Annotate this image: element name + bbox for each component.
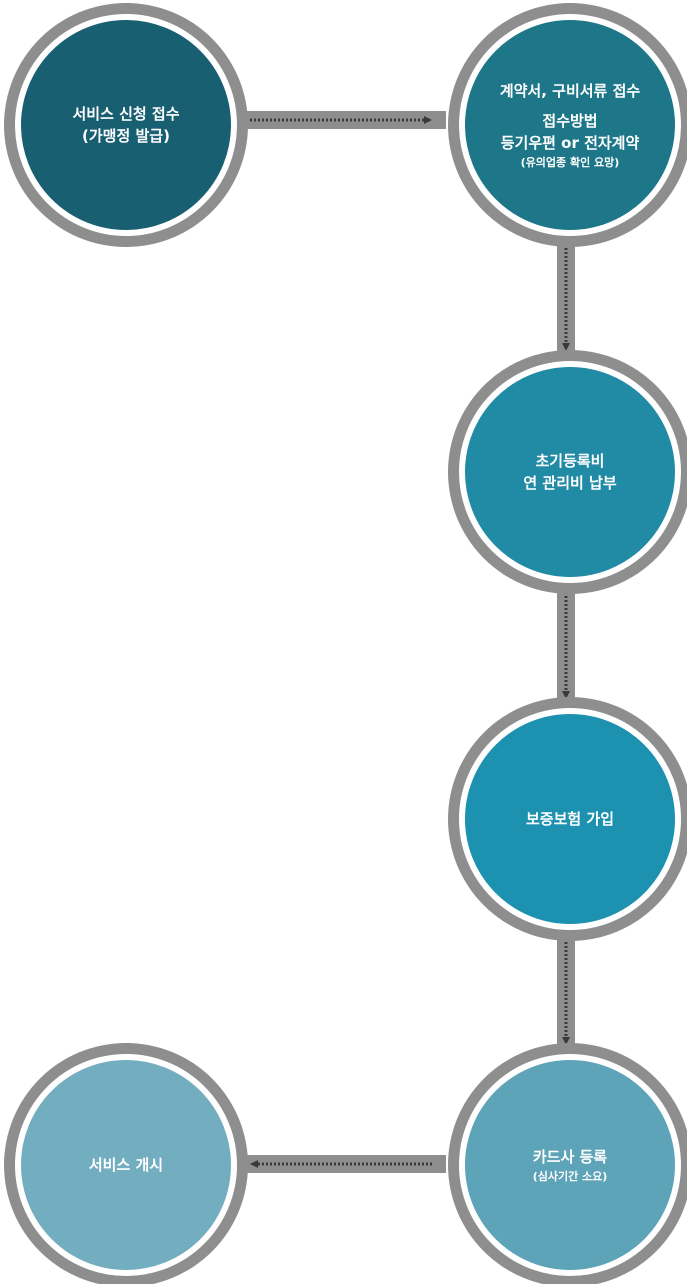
step-2-title: 계약서, 구비서류 접수 — [499, 81, 641, 100]
connector-3-4 — [557, 582, 575, 712]
step-4-title: 보증보험 가입 — [525, 810, 615, 828]
step-5-note: (심사기간 소요) — [532, 1169, 608, 1183]
step-1-title-line-1: 서비스 신청 접수 — [72, 105, 180, 123]
step-6-title: 서비스 개시 — [88, 1156, 164, 1174]
connector-5-6 — [236, 1155, 446, 1173]
step-3-circle: 초기등록비 연 관리비 납부 — [459, 361, 681, 583]
connector-4-5 — [557, 928, 575, 1058]
step-5-circle: 카드사 등록 (심사기간 소요) — [459, 1054, 681, 1276]
step-5-title: 카드사 등록 — [532, 1147, 608, 1166]
step-3-title-line-1: 초기등록비 — [535, 452, 605, 470]
step-2-method-line-2: 등기우편 or 전자계약 — [500, 133, 640, 152]
step-3-title-line-2: 연 관리비 납부 — [523, 474, 617, 492]
step-2-method-line-1: 접수방법 — [542, 111, 598, 130]
step-6-circle: 서비스 개시 — [15, 1054, 237, 1276]
connector-2-3 — [557, 234, 575, 364]
step-2-circle: 계약서, 구비서류 접수 접수방법 등기우편 or 전자계약 (유의업종 확인 … — [459, 14, 681, 236]
step-2-note: (유의업종 확인 요망) — [520, 155, 620, 169]
step-4-circle: 보증보험 가입 — [459, 708, 681, 930]
step-1-circle: 서비스 신청 접수 (가맹정 발급) — [15, 14, 237, 236]
step-1-title-line-2: (가맹정 발급) — [82, 127, 170, 145]
connector-1-2 — [236, 111, 446, 129]
